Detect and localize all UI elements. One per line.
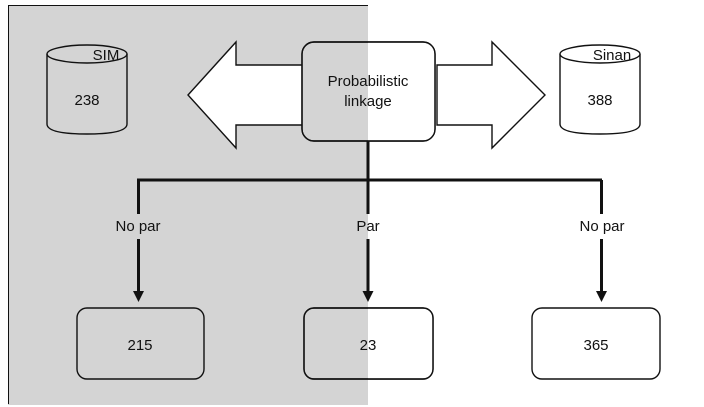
center-result-box-right-half <box>368 308 433 379</box>
sim-cylinder-body <box>46 54 128 135</box>
left-arrowhead <box>133 291 144 302</box>
linkage-box-right-half <box>368 42 435 141</box>
sim-name: SIM <box>93 47 120 64</box>
sinan-count: 388 <box>587 92 612 109</box>
sinan-cylinder-body <box>559 54 641 135</box>
center-branch-label: Par <box>356 218 379 235</box>
sinan-cylinder-top <box>559 44 641 64</box>
left-result-box <box>76 307 205 380</box>
connector-lines <box>137 141 603 292</box>
right-arrowhead <box>596 291 607 302</box>
sinan-name: Sinan <box>593 47 631 64</box>
linkage-label-line2: linkage <box>344 93 392 110</box>
right-block-arrow <box>436 40 546 150</box>
sim-cylinder-top <box>46 44 128 64</box>
right-result-box <box>531 307 661 380</box>
center-arrowhead <box>362 291 374 302</box>
left-branch-label: No par <box>115 218 160 235</box>
left-result-value: 215 <box>127 337 152 354</box>
sim-count: 238 <box>74 92 99 109</box>
center-result-value: 23 <box>360 337 377 354</box>
sinan-database <box>559 44 641 135</box>
center-result-box-outline <box>303 307 434 380</box>
right-result-value: 365 <box>583 337 608 354</box>
linkage-label-line1: Probabilistic <box>328 73 409 90</box>
sim-database <box>46 44 128 135</box>
right-branch-label: No par <box>579 218 624 235</box>
